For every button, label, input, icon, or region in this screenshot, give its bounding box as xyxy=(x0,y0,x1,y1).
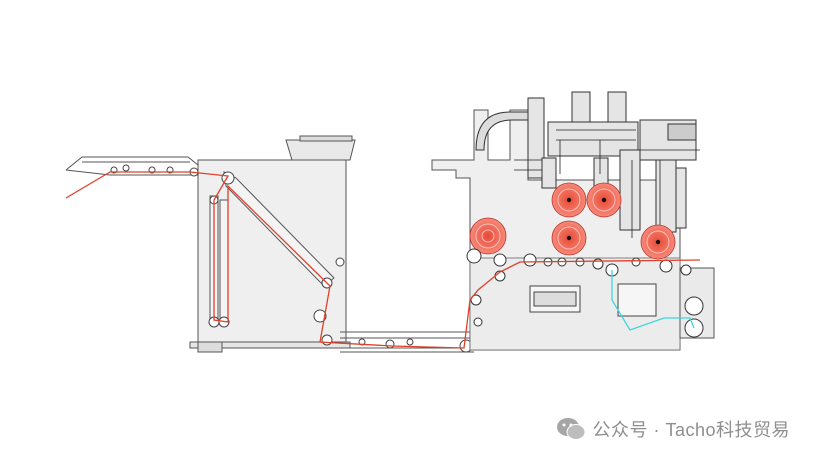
web-path-cyan xyxy=(611,270,695,331)
wechat-icon xyxy=(557,418,586,440)
assembly-details xyxy=(514,129,700,238)
roller-centers xyxy=(566,197,661,245)
top-assembly xyxy=(475,91,697,233)
hopper xyxy=(285,135,356,161)
watermark: 公众号 · Tacho科技贸易 xyxy=(556,416,790,442)
web-path-red xyxy=(65,171,701,349)
cutter-unit xyxy=(529,283,657,317)
trough-rollers xyxy=(358,338,473,353)
left-rollers xyxy=(110,164,345,346)
right-rollers xyxy=(466,248,704,338)
watermark-text: 公众号 · Tacho科技贸易 xyxy=(592,420,790,440)
